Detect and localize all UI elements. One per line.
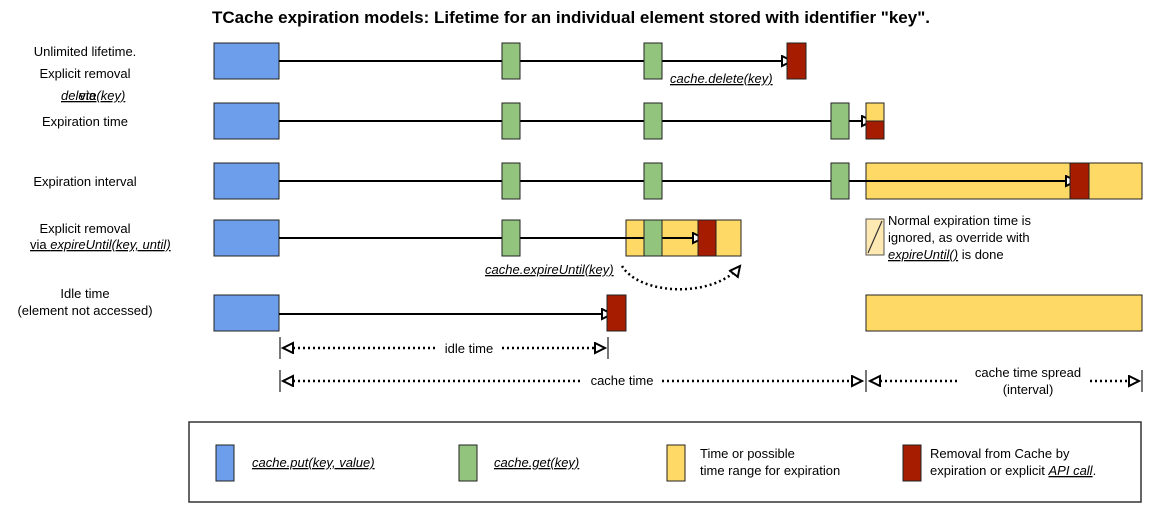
row-explicit-removal: Explicit removal via via expireUntil(key… (30, 213, 1032, 291)
removal-block (1069, 162, 1090, 200)
note-line-2: ignored, as override with (888, 230, 1030, 245)
expire-until-annotation: cache.expireUntil(key) (485, 262, 614, 277)
legend-range-label-2: time range for expiration (700, 463, 840, 478)
row-unlimited-label-3-code: delete(key) (61, 88, 125, 103)
row-idle-time-label-2: (element not accessed) (17, 303, 152, 318)
row-unlimited-label-2: Explicit removal (39, 66, 130, 81)
get-block (501, 162, 521, 200)
legend: cache.put(key, value) cache.get(key) Tim… (188, 421, 1142, 503)
row-explicit-removal-label-2-prefix: via (30, 237, 47, 252)
override-curved-arrow (620, 266, 740, 291)
spread-label-2: (interval) (1003, 382, 1054, 397)
measures: idle time cache time cache time spread (… (279, 337, 1143, 397)
diagram-title: TCache expiration models: Lifetime for a… (212, 8, 930, 27)
get-block (501, 102, 521, 140)
row-unlimited-label-1: Unlimited lifetime. (34, 44, 137, 59)
legend-get-swatch (458, 444, 478, 482)
removal-block (786, 42, 807, 80)
row-unlimited: Unlimited lifetime. Explicit removal via… (34, 42, 807, 103)
legend-removal-swatch (902, 444, 922, 482)
get-block (643, 162, 663, 200)
spread-label-1: cache time spread (975, 365, 1081, 380)
cache-time-label: cache time (591, 373, 654, 388)
get-block (501, 219, 521, 257)
get-block (643, 102, 663, 140)
legend-range-swatch (666, 444, 686, 482)
put-block (213, 42, 280, 80)
put-block (213, 102, 280, 140)
row-idle-time-label-1: Idle time (60, 286, 109, 301)
removal-block (697, 219, 717, 257)
row-expiration-interval: Expiration interval (33, 162, 1143, 200)
row-unlimited-label-3-prefix: via (79, 88, 96, 103)
legend-put-label: cache.put(key, value) (252, 455, 375, 470)
row-explicit-removal-label-1: Explicit removal (39, 221, 130, 236)
row-expiration-time: Expiration time (42, 102, 885, 140)
expiration-range-block (865, 102, 885, 122)
removal-block (865, 120, 885, 140)
row-idle-time: Idle time (element not accessed) (17, 286, 1143, 332)
removal-block (606, 294, 627, 332)
expiration-range-block (865, 294, 1143, 332)
delete-call-annotation: cache.delete(key) (670, 71, 773, 86)
put-block (213, 294, 280, 332)
get-block (643, 42, 663, 80)
note-line-3: expireUntil() is done (888, 247, 1004, 262)
get-block (643, 219, 663, 257)
put-block (213, 219, 280, 257)
legend-removal-label-2: expiration or explicit API call. (930, 463, 1096, 478)
legend-box (188, 421, 1142, 503)
put-block (213, 162, 280, 200)
get-block (501, 42, 521, 80)
get-block (830, 102, 850, 140)
row-expiration-interval-label: Expiration interval (33, 174, 136, 189)
legend-put-swatch (215, 444, 235, 482)
legend-get-label: cache.get(key) (494, 455, 579, 470)
idle-time-label: idle time (445, 341, 493, 356)
legend-removal-label-1: Removal from Cache by (930, 446, 1070, 461)
legend-range-label-1: Time or possible (700, 446, 795, 461)
row-explicit-removal-label-2-code: via expireUntil(key, until) (30, 237, 171, 252)
note-line-1: Normal expiration time is (888, 213, 1032, 228)
ignored-slash (867, 220, 883, 254)
row-expiration-time-label: Expiration time (42, 114, 128, 129)
get-block (830, 162, 850, 200)
